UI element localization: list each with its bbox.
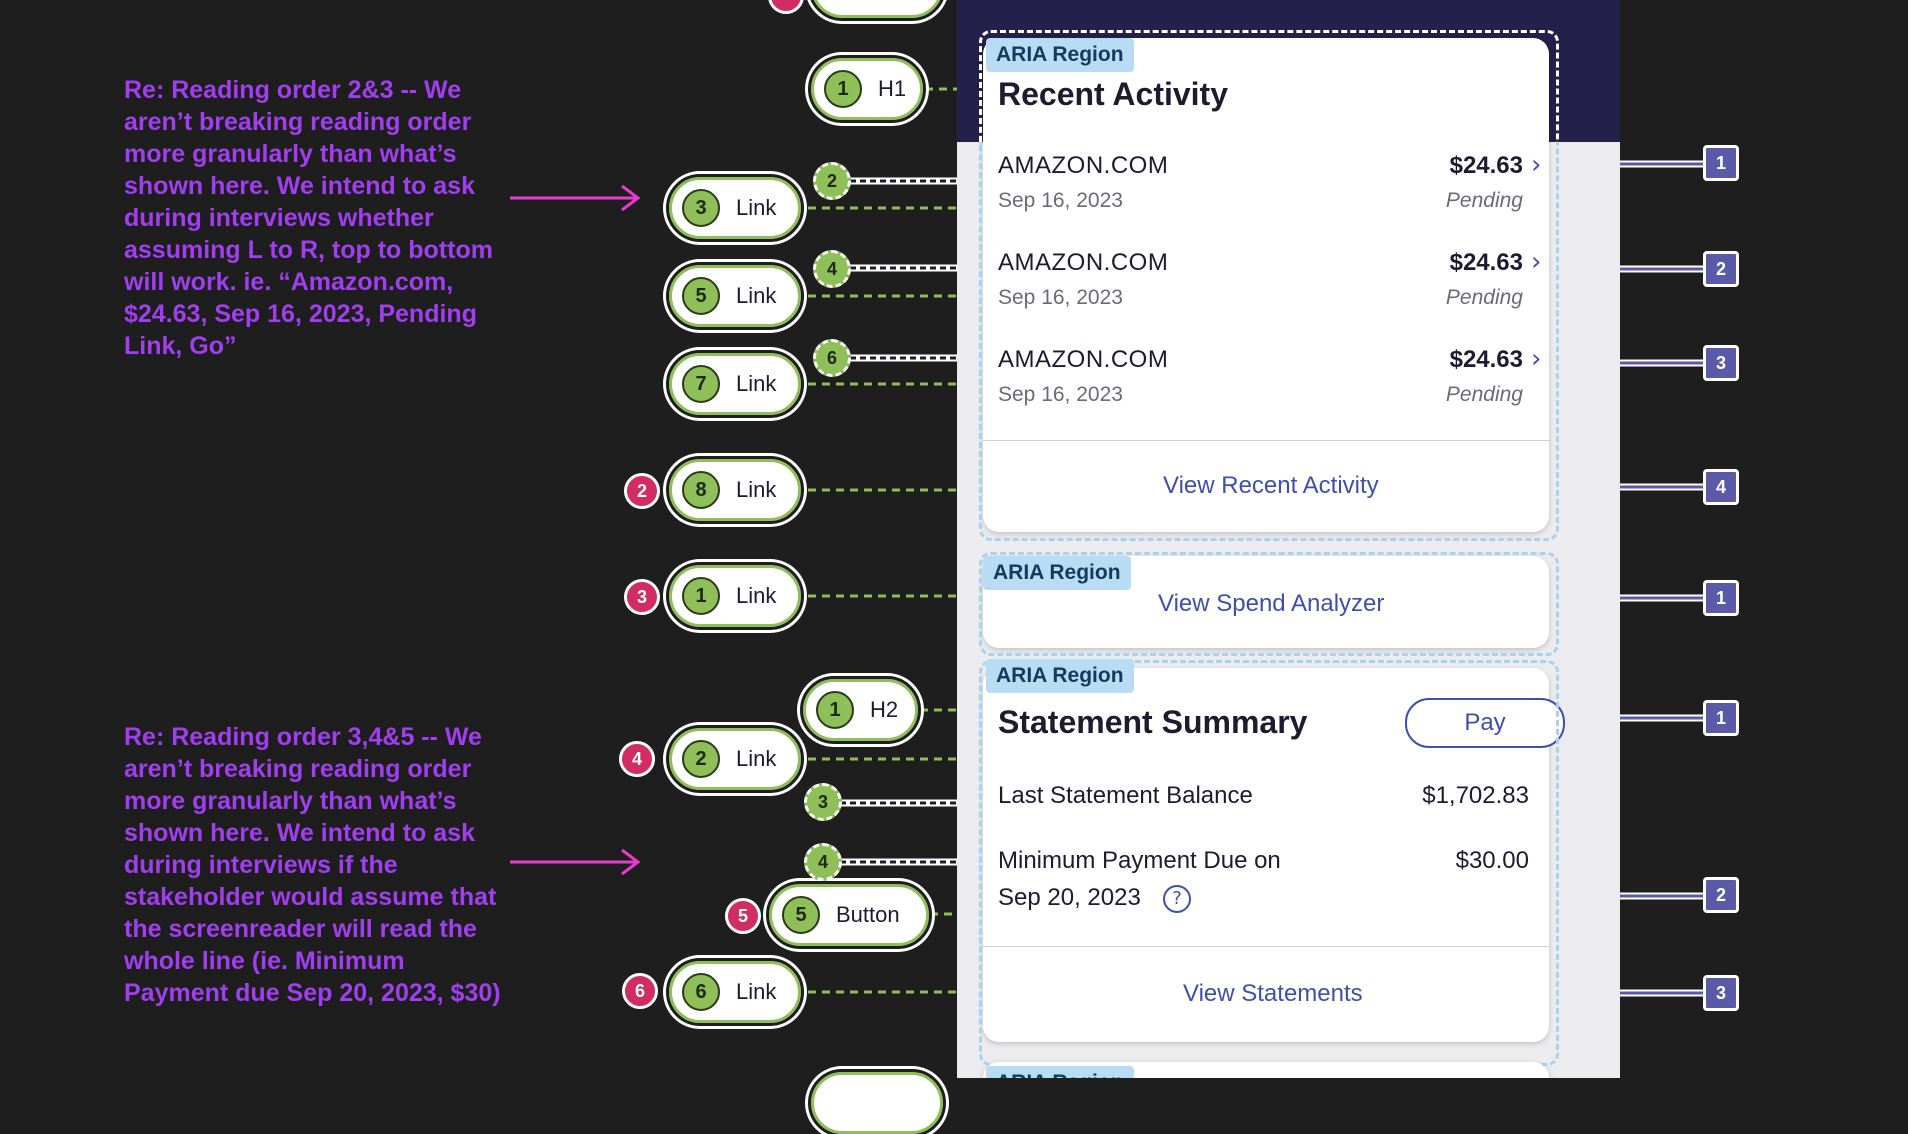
view-spend-analyzer-link[interactable]: View Spend Analyzer — [1158, 590, 1385, 617]
recent-activity-heading: Recent Activity — [998, 76, 1228, 112]
aria-region-tag-3: ARIA Region — [986, 659, 1134, 693]
transaction-2-status: Pending — [1445, 286, 1523, 309]
focus-order-badge: 5 — [725, 898, 761, 934]
tab-stop-type: Link — [736, 979, 777, 1004]
aria-region-tag-1: ARIA Region — [986, 38, 1134, 72]
tab-stop-number: 1 — [816, 691, 854, 729]
tab-stop-number: 7 — [682, 365, 720, 403]
minimum-payment-value: $30.00 — [1455, 847, 1529, 874]
focus-order-badge: 6 — [622, 973, 658, 1009]
callout-badge: 1 — [1703, 145, 1739, 181]
tab-stop-type: Link — [736, 477, 777, 502]
tab-stop-partial-top — [808, 0, 946, 21]
tab-stop-number: 1 — [824, 70, 862, 108]
transaction-1-date: Sep 16, 2023 — [998, 189, 1123, 212]
aria-region-tag-2: ARIA Region — [983, 556, 1131, 590]
reading-order-marker: 6 — [813, 339, 851, 377]
recent-activity-divider — [983, 440, 1549, 441]
tab-stop-type: H1 — [878, 76, 907, 101]
phone-screen: Recent Activity AMAZON.COM $24.63 › Sep … — [957, 0, 1620, 1078]
statement-summary-card: Statement Summary Pay Last Statement Bal… — [983, 668, 1565, 1042]
reading-order-note-1: Re: Reading order 2&3 -- We aren’t break… — [124, 76, 493, 360]
spend-analyzer-card: View Spend Analyzer — [983, 556, 1549, 648]
tab-stop-type: Link — [736, 746, 777, 771]
pay-button[interactable]: Pay — [1405, 698, 1565, 748]
transaction-2-merchant[interactable]: AMAZON.COM — [998, 249, 1169, 276]
reading-order-note-2: Re: Reading order 3,4&5 -- We aren’t bre… — [124, 723, 501, 1007]
reading-order-marker: 4 — [804, 843, 842, 881]
tab-stop-link-8: 8 Link — [666, 456, 804, 524]
transaction-1-merchant[interactable]: AMAZON.COM — [998, 152, 1169, 179]
transaction-3-status: Pending — [1445, 383, 1523, 406]
focus-order-badge: 3 — [624, 579, 660, 615]
transaction-3-date: Sep 16, 2023 — [998, 383, 1123, 406]
aria-region-tag-4: ARIA Region — [986, 1066, 1134, 1078]
transaction-2-chevron-icon[interactable]: › — [1531, 247, 1542, 277]
focus-order-badge: 4 — [619, 741, 655, 777]
tab-stop-number: 3 — [682, 189, 720, 227]
tab-stop-link-pay: 2 Link — [666, 725, 804, 793]
transaction-2-amount: $24.63 — [1449, 249, 1523, 276]
callout-badge: 1 — [1703, 700, 1739, 736]
last-statement-balance-label: Last Statement Balance — [998, 782, 1253, 809]
view-statements-link[interactable]: View Statements — [1183, 980, 1363, 1007]
tab-stop-link-5: 5 Link — [666, 262, 804, 330]
focus-order-badge: 2 — [624, 473, 660, 509]
tab-stop-number: 2 — [682, 740, 720, 778]
tab-stop-number: 8 — [682, 471, 720, 509]
transaction-1-amount: $24.63 — [1449, 152, 1523, 179]
tab-stop-link-3: 3 Link — [666, 174, 804, 242]
tab-stop-partial-bottom — [808, 1069, 946, 1134]
tab-stop-number: 5 — [782, 896, 820, 934]
tab-stop-h1: 1 H1 — [808, 55, 926, 123]
tab-stop-type: H2 — [870, 697, 899, 722]
transaction-3-merchant[interactable]: AMAZON.COM — [998, 346, 1169, 373]
callout-badge: 3 — [1703, 975, 1739, 1011]
transaction-3-chevron-icon[interactable]: › — [1531, 344, 1542, 374]
last-statement-balance-value: $1,702.83 — [1422, 782, 1529, 809]
statement-summary-divider — [983, 946, 1549, 947]
tab-stop-link-7: 7 Link — [666, 350, 804, 418]
callout-badge: 1 — [1703, 580, 1739, 616]
tab-stop-type: Link — [736, 283, 777, 308]
reading-order-marker: 4 — [813, 250, 851, 288]
help-icon[interactable]: ? — [1163, 885, 1191, 913]
recent-activity-card: Recent Activity AMAZON.COM $24.63 › Sep … — [983, 38, 1549, 532]
reading-order-marker: 2 — [813, 162, 851, 200]
callout-badge: 2 — [1703, 251, 1739, 287]
tab-stop-button: 5 Button — [766, 881, 932, 949]
view-recent-activity-link[interactable]: View Recent Activity — [1163, 472, 1379, 499]
tab-stop-link-spend: 1 Link — [666, 562, 804, 630]
minimum-payment-label: Minimum Payment Due on — [998, 847, 1281, 874]
callout-badge: 2 — [1703, 877, 1739, 913]
tab-stop-number: 6 — [682, 973, 720, 1011]
tab-stop-link-statements: 6 Link — [666, 958, 804, 1026]
tab-stop-number: 1 — [682, 577, 720, 615]
callout-badge: 4 — [1703, 469, 1739, 505]
tab-stop-number: 5 — [682, 277, 720, 315]
minimum-payment-date: Sep 20, 2023 — [998, 884, 1141, 911]
tab-stop-h2: 1 H2 — [800, 676, 921, 744]
transaction-3-amount: $24.63 — [1449, 346, 1523, 373]
callout-badge: 3 — [1703, 345, 1739, 381]
tab-stop-type: Button — [836, 902, 900, 927]
tab-stop-type: Link — [736, 583, 777, 608]
transaction-1-chevron-icon[interactable]: › — [1531, 150, 1542, 180]
transaction-2-date: Sep 16, 2023 — [998, 286, 1123, 309]
transaction-1-status: Pending — [1445, 189, 1523, 212]
tab-stop-type: Link — [736, 195, 777, 220]
reading-order-marker: 3 — [804, 783, 842, 821]
tab-stop-type: Link — [736, 371, 777, 396]
statement-summary-heading: Statement Summary — [998, 704, 1308, 740]
